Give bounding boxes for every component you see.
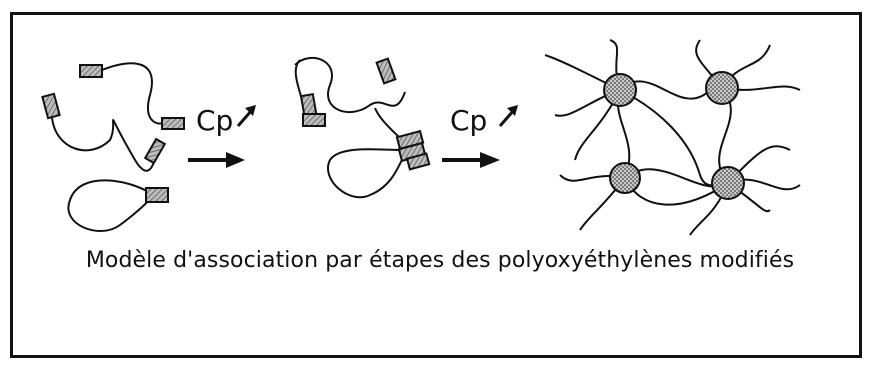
polymer-chain bbox=[52, 118, 157, 171]
step-label-2: Cp bbox=[450, 104, 487, 137]
hydrophobic-end-group bbox=[145, 139, 165, 163]
hydrophobic-end-groups-stage-2 bbox=[301, 59, 429, 170]
step-label-1: Cp bbox=[196, 104, 233, 137]
hydrophobic-end-group bbox=[80, 65, 102, 77]
stage-free-chains bbox=[52, 63, 163, 231]
polymer-chain bbox=[97, 63, 163, 123]
polymer-chain bbox=[328, 149, 405, 197]
hydrophobic-micelle-core bbox=[706, 72, 738, 104]
hydrophobic-end-group bbox=[146, 188, 168, 202]
polymer-chain bbox=[375, 108, 402, 140]
stage-network bbox=[545, 40, 800, 235]
hydrophobic-micelle-core bbox=[712, 167, 744, 199]
hydrophobic-micelle-core bbox=[610, 163, 640, 193]
hydrophobic-end-group bbox=[162, 118, 184, 129]
hydrophobic-end-group bbox=[303, 114, 325, 126]
hydrophobic-end-group bbox=[42, 94, 59, 118]
polymer-chain bbox=[68, 180, 152, 231]
hydrophobic-micelle-core bbox=[604, 74, 636, 106]
hydrophobic-end-group bbox=[377, 59, 396, 84]
diagram-caption: Modèle d'association par étapes des poly… bbox=[0, 248, 880, 273]
